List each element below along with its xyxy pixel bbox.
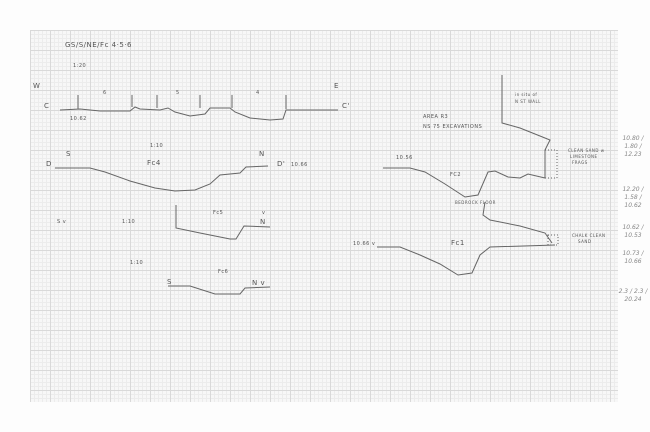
feature-4: 4 (256, 90, 260, 96)
c-label: C (44, 102, 50, 110)
fc5-label: Fc5 (213, 210, 224, 216)
margin-note: 10.80 / 1.80 / 12.23 (622, 135, 644, 158)
floor-label: BEDROCK FLOOR (455, 200, 496, 205)
sand-hatch (544, 149, 558, 179)
fc2-label: FC2 (450, 172, 462, 178)
sheet-title: GS/S/NE/Fc 4·5·6 (65, 41, 132, 49)
fc4-label: Fc4 (147, 159, 161, 167)
fc6-label: Fc6 (218, 269, 229, 275)
d-south: S (66, 150, 71, 158)
area-subtitle: NS 75 EXCAVATIONS (423, 124, 483, 130)
fc2-level: 10.56 (396, 155, 413, 161)
clean-sand-1: CHALK CLEAN (572, 233, 606, 238)
fc6-south: S (167, 278, 172, 286)
area-title: AREA R3 (423, 114, 449, 120)
scale-d: 1:10 (150, 143, 164, 149)
d-label: D (46, 160, 52, 168)
sand-note-2: LIMESTONE (570, 154, 598, 159)
fc6-line (168, 285, 271, 295)
fc1-line (377, 244, 556, 276)
d-prime-label: D' (277, 160, 286, 168)
fc5-north: N (260, 218, 266, 226)
west-label: W (33, 82, 41, 90)
scale-c: 1:20 (73, 63, 87, 69)
feature-arrows (77, 95, 287, 109)
fc6-north: N v (252, 279, 266, 287)
fc1-label: Fc1 (451, 239, 465, 247)
feature-5: 5 (176, 90, 180, 96)
sand-note-3: FRAGS (572, 160, 588, 165)
east-label: E (334, 82, 339, 90)
fc5-datum: v (262, 210, 266, 216)
feature-6: 6 (103, 90, 107, 96)
scale-fc6: 1:10 (130, 260, 144, 266)
fc5-south: S v (57, 219, 67, 225)
margin-note: 10.73 / 10.66 (622, 250, 644, 265)
level-c: 10.62 (70, 116, 87, 122)
bedrock-line (482, 201, 553, 244)
margin-note: 10.62 / 10.53 (622, 224, 644, 239)
wall-line (501, 75, 551, 178)
fc5-line (175, 205, 271, 240)
level-d: 10.66 (291, 162, 308, 168)
sand-note-1: CLEAN SAND w (568, 148, 605, 153)
margin-note: 12.20 / 1.58 / 10.62 (622, 186, 644, 209)
d-north: N (259, 150, 265, 158)
fc1-level: 10.66 v (353, 241, 376, 247)
section-c-line (59, 106, 338, 121)
scale-fc5: 1:10 (122, 219, 136, 225)
margin-note: 2.3 / 2.3 / 20.24 (618, 288, 648, 303)
wall-note-1: in situ of (515, 92, 538, 97)
section-d-line (55, 165, 269, 192)
sand-hatch-2 (547, 234, 559, 246)
wall-note-2: N ST WALL (515, 99, 541, 104)
c-prime-label: C' (342, 102, 350, 110)
clean-sand-2: SAND (578, 239, 592, 244)
fc2-line (383, 167, 546, 198)
graph-paper (30, 30, 618, 402)
